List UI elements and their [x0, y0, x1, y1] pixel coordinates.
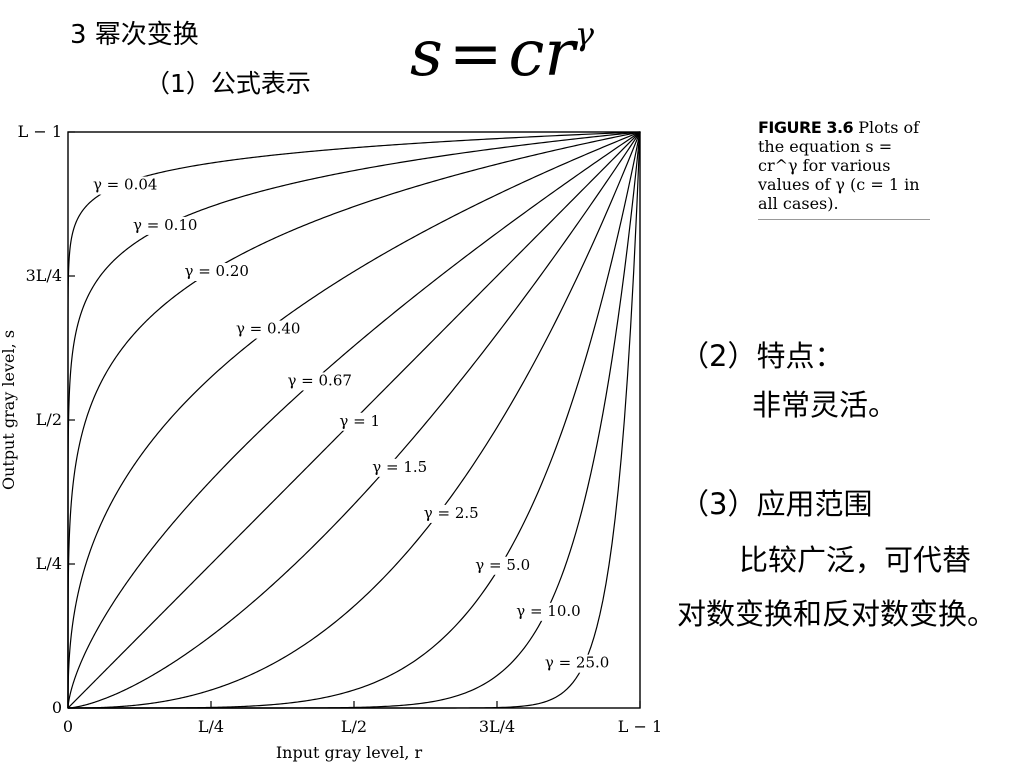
- x-tick-label: L/4: [198, 717, 224, 736]
- curve-label-bg: [368, 458, 432, 477]
- curve-label-bg: [419, 504, 483, 523]
- figure-caption: FIGURE 3.6 Plots of the equation s = cr^…: [758, 118, 930, 220]
- curve-label: γ = 1.5: [372, 458, 427, 476]
- curve-gamma-0-2: [67, 131, 641, 708]
- curve-label: γ = 10.0: [516, 602, 580, 620]
- caption-label: FIGURE 3.6: [758, 118, 854, 137]
- curve-label: γ = 1: [339, 412, 380, 430]
- formula-lhs: s: [410, 17, 443, 91]
- features-text: 非常灵活。: [752, 388, 898, 422]
- y-axis-label: Output gray level, s: [0, 330, 18, 490]
- curve-label-bg: [180, 263, 253, 281]
- curve-gamma-0-04: [67, 131, 641, 708]
- curve-gamma-25: [68, 131, 641, 709]
- curve-gamma-1: [67, 131, 641, 709]
- curve-gamma-1-5: [68, 131, 641, 709]
- curve-label-bg: [335, 412, 385, 431]
- curve-label: γ = 0.04: [93, 176, 157, 194]
- curve-label: γ = 0.67: [287, 371, 351, 389]
- curve-gamma-0-67: [67, 131, 641, 708]
- curve-label-bg: [471, 556, 535, 575]
- curve-gamma-0-1: [67, 131, 641, 708]
- y-tick-label: L/2: [36, 410, 62, 429]
- curve-label-bg: [512, 602, 585, 621]
- curve-label: γ = 5.0: [475, 556, 530, 574]
- curve-label-bg: [88, 176, 162, 195]
- features-title: （2）特点：: [680, 339, 844, 373]
- y-tick-label: 3L/4: [26, 266, 62, 285]
- x-tick-label: L − 1: [618, 717, 662, 736]
- x-axis-label: Input gray level, r: [276, 743, 423, 762]
- curve-label-bg: [129, 216, 202, 235]
- slide-heading: 3 幂次变换: [70, 20, 199, 50]
- x-tick-label: 0: [63, 717, 73, 736]
- y-tick-label: 0: [52, 698, 62, 717]
- formula: s=crγ: [410, 18, 594, 86]
- x-tick-label: L/2: [341, 717, 367, 736]
- curve-label: γ = 0.40: [236, 320, 300, 338]
- curve-gamma-0-4: [67, 131, 641, 708]
- curve-label: γ = 25.0: [545, 654, 609, 672]
- formula-equals: =: [448, 17, 503, 91]
- formula-rhs: cr: [508, 17, 575, 91]
- curve-label-bg: [283, 372, 356, 391]
- x-tick-label: 3L/4: [479, 717, 515, 736]
- y-tick-label: L − 1: [18, 122, 62, 141]
- curve-label: γ = 0.10: [133, 216, 197, 234]
- curve-label: γ = 0.20: [184, 262, 248, 280]
- application-title: （3）应用范围: [680, 487, 873, 521]
- curve-label-bg: [231, 320, 305, 339]
- formula-exponent: γ: [574, 15, 595, 53]
- curve-label: γ = 2.5: [424, 504, 479, 522]
- caption-text: Plots of the equation s = cr^γ for vario…: [758, 118, 920, 213]
- formula-label: （1）公式表示: [145, 69, 311, 98]
- application-text: 比较广泛，可代替对数变换和反对数变换。: [677, 543, 997, 631]
- curve-label-bg: [540, 654, 614, 673]
- y-tick-label: L/4: [36, 554, 62, 573]
